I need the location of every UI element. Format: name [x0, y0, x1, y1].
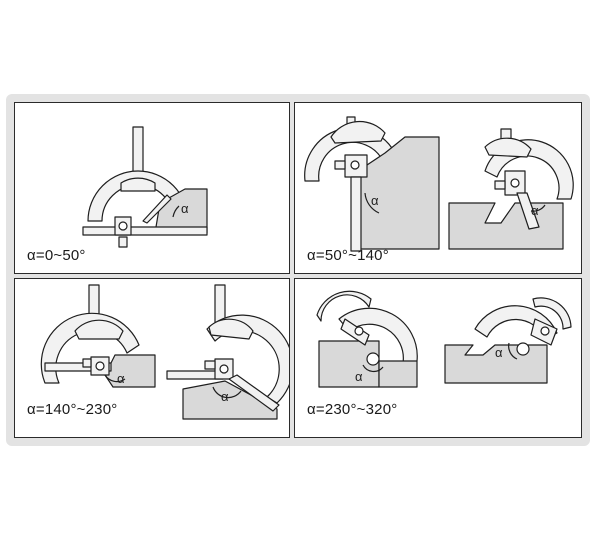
protractor-head	[316, 290, 372, 322]
center-pivot	[516, 342, 530, 356]
pivot-screw	[540, 326, 550, 336]
workpiece	[104, 354, 156, 388]
pivot-screw	[95, 361, 105, 371]
alpha-mark: α	[531, 203, 539, 218]
protractor-drawing-230-320: α α	[316, 290, 572, 388]
protractor-head	[532, 297, 572, 330]
angle-arc	[362, 364, 384, 373]
protractor-head	[74, 319, 124, 340]
pivot-screw	[219, 364, 229, 374]
workpiece-right	[378, 360, 418, 388]
center-pivot	[366, 352, 380, 366]
angle-arc	[104, 374, 126, 383]
diagram-frame: α α=0~50°	[6, 94, 590, 446]
range-label: α=140°~230°	[27, 401, 118, 418]
lock-nut	[494, 180, 506, 190]
range-label: α=230°~320°	[307, 401, 398, 418]
range-label: α=0~50°	[27, 247, 86, 264]
base-ruler	[82, 226, 208, 236]
lock-nut	[204, 360, 216, 370]
range-label: α=50°~140°	[307, 247, 389, 264]
angle-arc	[530, 204, 546, 212]
measuring-blade	[142, 194, 172, 224]
protractor-drawing-50-140: α α	[304, 116, 574, 252]
protractor-head	[120, 177, 156, 192]
pivot-screw	[350, 160, 360, 170]
angle-arc	[212, 386, 242, 399]
protractor-drawing-0-50: α	[82, 126, 208, 248]
measuring-blade	[350, 176, 362, 252]
pivot-screw	[510, 178, 520, 188]
measuring-blade	[516, 192, 540, 230]
pivot-screw	[118, 221, 128, 231]
angle-arc	[172, 205, 180, 218]
lock-nut	[82, 358, 92, 368]
panel-140-230: α α α=140°~230°	[14, 278, 290, 438]
workpiece	[354, 136, 440, 250]
lock-nut	[118, 236, 128, 248]
pivot-screw	[354, 326, 364, 336]
alpha-mark: α	[495, 345, 503, 360]
panel-0-50: α α=0~50°	[14, 102, 290, 274]
protractor-drawing-140-230: α α	[40, 284, 289, 420]
alpha-mark: α	[355, 369, 363, 384]
protractor-arc	[474, 305, 558, 340]
alpha-mark: α	[181, 201, 189, 216]
alpha-mark: α	[371, 193, 379, 208]
protractor-head	[330, 120, 386, 144]
angle-arc	[508, 342, 518, 360]
lock-nut	[334, 160, 346, 170]
measuring-blade	[228, 374, 280, 412]
angle-arc	[364, 192, 380, 214]
workpiece	[182, 380, 278, 420]
alpha-mark: α	[117, 371, 125, 386]
alpha-mark: α	[221, 389, 229, 404]
protractor-head	[208, 318, 254, 340]
panel-230-320: α α α=230°~320°	[294, 278, 582, 438]
panel-50-140: α α α=50°~140°	[294, 102, 582, 274]
workpiece	[448, 202, 564, 250]
protractor-head	[484, 137, 532, 158]
base-ruler	[44, 362, 112, 372]
